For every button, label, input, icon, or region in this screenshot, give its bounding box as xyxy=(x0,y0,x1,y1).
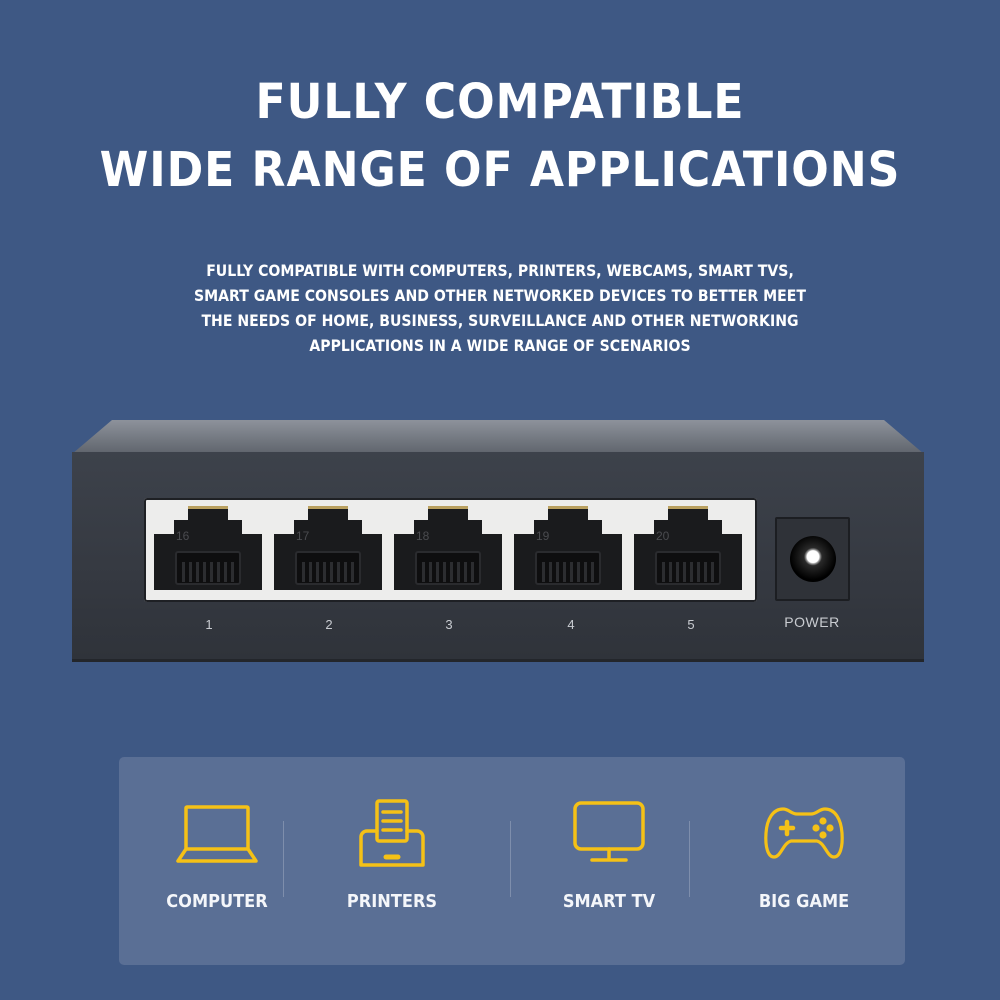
description: FULLY COMPATIBLE WITH COMPUTERS, PRINTER… xyxy=(100,258,900,358)
applications-panel: COMPUTER PRINTERS SMART TV xyxy=(119,757,905,965)
divider xyxy=(510,821,511,897)
rj45-port-icon: 17 xyxy=(274,506,382,590)
ethernet-port-1[interactable]: 16 xyxy=(154,506,262,590)
headline: FULLY COMPATIBLE WIDE RANGE OF APPLICATI… xyxy=(0,68,1000,204)
port-number-label: 2 xyxy=(325,617,333,632)
app-smart-tv: SMART TV xyxy=(511,757,707,965)
app-computer: COMPUTER xyxy=(119,757,315,965)
port-bay: 16 17 18 xyxy=(144,498,757,602)
power-port[interactable] xyxy=(775,517,850,601)
app-label: COMPUTER xyxy=(166,891,268,912)
port-number-label: 1 xyxy=(205,617,213,632)
description-line: FULLY COMPATIBLE WITH COMPUTERS, PRINTER… xyxy=(206,261,794,280)
app-printers: PRINTERS xyxy=(294,757,490,965)
switch-top-surface xyxy=(72,420,924,454)
svg-text:17: 17 xyxy=(296,529,310,543)
port-number-label: 3 xyxy=(445,617,453,632)
rj45-port-icon: 18 xyxy=(394,506,502,590)
gamepad-icon xyxy=(759,799,849,869)
svg-text:16: 16 xyxy=(176,529,190,543)
network-switch: 16 17 18 xyxy=(72,420,924,665)
divider xyxy=(689,821,690,897)
laptop-icon xyxy=(172,799,262,869)
dc-jack-icon xyxy=(790,536,836,582)
port-number-label: 5 xyxy=(687,617,695,632)
port-number-label: 4 xyxy=(567,617,575,632)
divider xyxy=(283,821,284,897)
ethernet-port-2[interactable]: 17 xyxy=(274,506,382,590)
ethernet-port-4[interactable]: 19 xyxy=(514,506,622,590)
ethernet-port-5[interactable]: 20 xyxy=(634,506,742,590)
ethernet-port-3[interactable]: 18 xyxy=(394,506,502,590)
headline-line-2: WIDE RANGE OF APPLICATIONS xyxy=(99,142,901,198)
switch-front-panel: 16 17 18 xyxy=(72,452,924,662)
rj45-port-icon: 20 xyxy=(634,506,742,590)
svg-text:19: 19 xyxy=(536,529,550,543)
power-label: POWER xyxy=(784,614,840,630)
headline-line-1: FULLY COMPATIBLE xyxy=(255,74,745,130)
tv-icon xyxy=(564,799,654,869)
description-line: SMART GAME CONSOLES AND OTHER NETWORKED … xyxy=(193,286,807,305)
printer-icon xyxy=(347,799,437,869)
app-label: SMART TV xyxy=(562,891,656,912)
app-label: PRINTERS xyxy=(346,891,438,912)
description-line: APPLICATIONS IN A WIDE RANGE OF SCENARIO… xyxy=(309,336,691,355)
svg-text:20: 20 xyxy=(656,529,670,543)
rj45-port-icon: 19 xyxy=(514,506,622,590)
svg-text:18: 18 xyxy=(416,529,430,543)
app-label: BIG GAME xyxy=(758,891,850,912)
app-big-game: BIG GAME xyxy=(706,757,902,965)
rj45-port-icon: 16 xyxy=(154,506,262,590)
description-line: THE NEEDS OF HOME, BUSINESS, SURVEILLANC… xyxy=(201,311,799,330)
